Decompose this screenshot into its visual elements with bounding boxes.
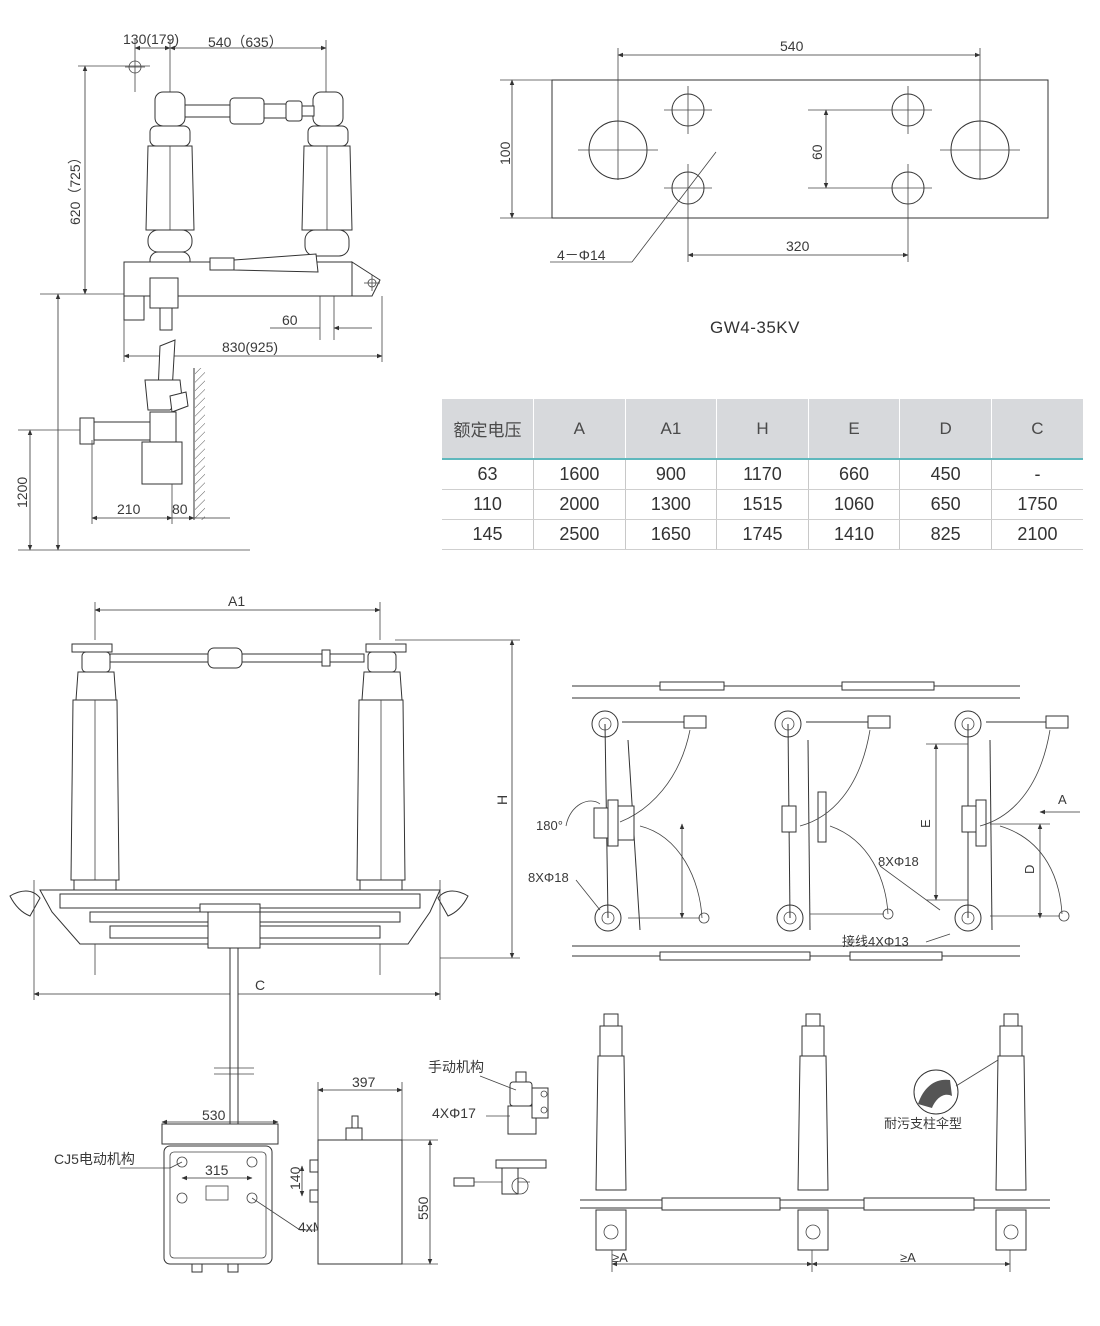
- table-row: 145 2500 1650 1745 1410 825 2100: [442, 519, 1083, 550]
- table-cell: 2000: [533, 489, 626, 520]
- dim-540-635: 540（635）: [208, 34, 283, 50]
- side-column-1: [595, 1013, 627, 1251]
- label-holes-17: 4XΦ17: [432, 1105, 476, 1121]
- side-view-drawing: 130(179) 540（635） 620（725） 60 830(925) 1…: [14, 31, 383, 551]
- table-cell: 145: [442, 519, 534, 550]
- table-row: 63 1600 900 1170 660 450 -: [442, 459, 1083, 490]
- plan-view-drawing: 180° 8XΦ18 8XΦ18 E D A 接线4XΦ13: [528, 681, 1080, 961]
- front-view-drawing: A1 H C: [9, 593, 520, 1129]
- table-cell: 1410: [807, 519, 900, 550]
- plate-dim-320: 320: [786, 238, 810, 254]
- label-cj5: CJ5电动机构: [54, 1151, 135, 1167]
- table-cell: 650: [899, 489, 992, 520]
- table-cell: 1745: [716, 519, 809, 550]
- plate-dim-540: 540: [780, 38, 804, 54]
- table-cell: 825: [899, 519, 992, 550]
- front-dim-h: H: [494, 795, 510, 805]
- label-insulator-type: 耐污支柱伞型: [884, 1116, 962, 1131]
- table-cell: 900: [624, 459, 717, 490]
- spec-table-header-row: 额定电压 A A1 H E D C: [442, 399, 1083, 459]
- header-e: E: [807, 399, 900, 459]
- table-cell: 1300: [624, 489, 717, 520]
- base-plate-drawing: 540 100 60 320 4－Φ14: [497, 38, 1049, 263]
- dim-620-725: 620（725）: [67, 150, 83, 225]
- plate-holes-label: 4－Φ14: [557, 247, 606, 263]
- table-cell: 110: [442, 489, 534, 520]
- plan-holes-left: 8XΦ18: [528, 870, 569, 885]
- dim-130: 130(179): [123, 31, 179, 47]
- table-cell: 63: [442, 459, 534, 490]
- plan-phase-1: [591, 710, 710, 932]
- model-title: GW4-35KV: [710, 318, 800, 337]
- motor-mechanism-drawing: CJ5电动机构 530 315 4xM16 397 140 550 手动机构 4…: [54, 1059, 549, 1273]
- front-dim-c: C: [255, 977, 265, 993]
- dim-1200: 1200: [14, 477, 30, 508]
- table-cell: 1060: [807, 489, 900, 520]
- table-cell: 1750: [990, 489, 1083, 520]
- header-d: D: [899, 399, 992, 459]
- side-gap-1: ≥A: [612, 1250, 628, 1265]
- table-cell: 450: [899, 459, 992, 490]
- header-a: A: [533, 399, 626, 459]
- dim-60-base: 60: [282, 312, 298, 328]
- front-dim-a1: A1: [228, 593, 245, 609]
- header-h: H: [716, 399, 809, 459]
- dim-80: 80: [172, 501, 188, 517]
- header-c: C: [990, 399, 1083, 459]
- table-cell: 1515: [716, 489, 809, 520]
- header-rated-voltage: 额定电压: [442, 399, 534, 459]
- label-manual-mechanism: 手动机构: [428, 1059, 484, 1075]
- mech-dim-140: 140: [287, 1166, 303, 1190]
- side-elevation-drawing: ≥A ≥A 耐污支柱伞型: [580, 1013, 1050, 1272]
- plan-holes-right: 8XΦ18: [878, 854, 919, 869]
- dim-210: 210: [117, 501, 141, 517]
- dim-830-925: 830(925): [222, 339, 278, 355]
- table-cell: 660: [807, 459, 900, 490]
- table-cell: 1650: [624, 519, 717, 550]
- plate-dim-60: 60: [809, 144, 825, 160]
- table-cell: 2100: [990, 519, 1083, 550]
- side-gap-2: ≥A: [900, 1250, 916, 1265]
- table-row: 110 2000 1300 1515 1060 650 1750: [442, 489, 1083, 520]
- table-cell: 2500: [533, 519, 626, 550]
- table-cell: 1600: [533, 459, 626, 490]
- plan-phase-2: [774, 710, 894, 932]
- mech-dim-315: 315: [205, 1162, 229, 1178]
- mech-dim-397: 397: [352, 1074, 376, 1090]
- mech-dim-550: 550: [415, 1196, 431, 1220]
- table-cell: -: [990, 459, 1083, 490]
- mech-dim-530: 530: [202, 1107, 226, 1123]
- side-column-2: [797, 1013, 829, 1251]
- plan-phase-3: [954, 710, 1070, 932]
- plan-dim-d: D: [1022, 865, 1037, 874]
- spec-table: 额定电压 A A1 H E D C 63 1600 900 1170 660 4…: [442, 399, 1083, 550]
- plan-wiring-label: 接线4XΦ13: [842, 934, 909, 949]
- plan-dim-a: A: [1058, 792, 1067, 807]
- side-column-3: [995, 1013, 1027, 1251]
- plan-dim-e: E: [918, 819, 933, 828]
- header-a1: A1: [624, 399, 717, 459]
- plate-dim-100: 100: [497, 141, 513, 165]
- table-cell: 1170: [716, 459, 809, 490]
- plan-dim-180: 180°: [536, 818, 563, 833]
